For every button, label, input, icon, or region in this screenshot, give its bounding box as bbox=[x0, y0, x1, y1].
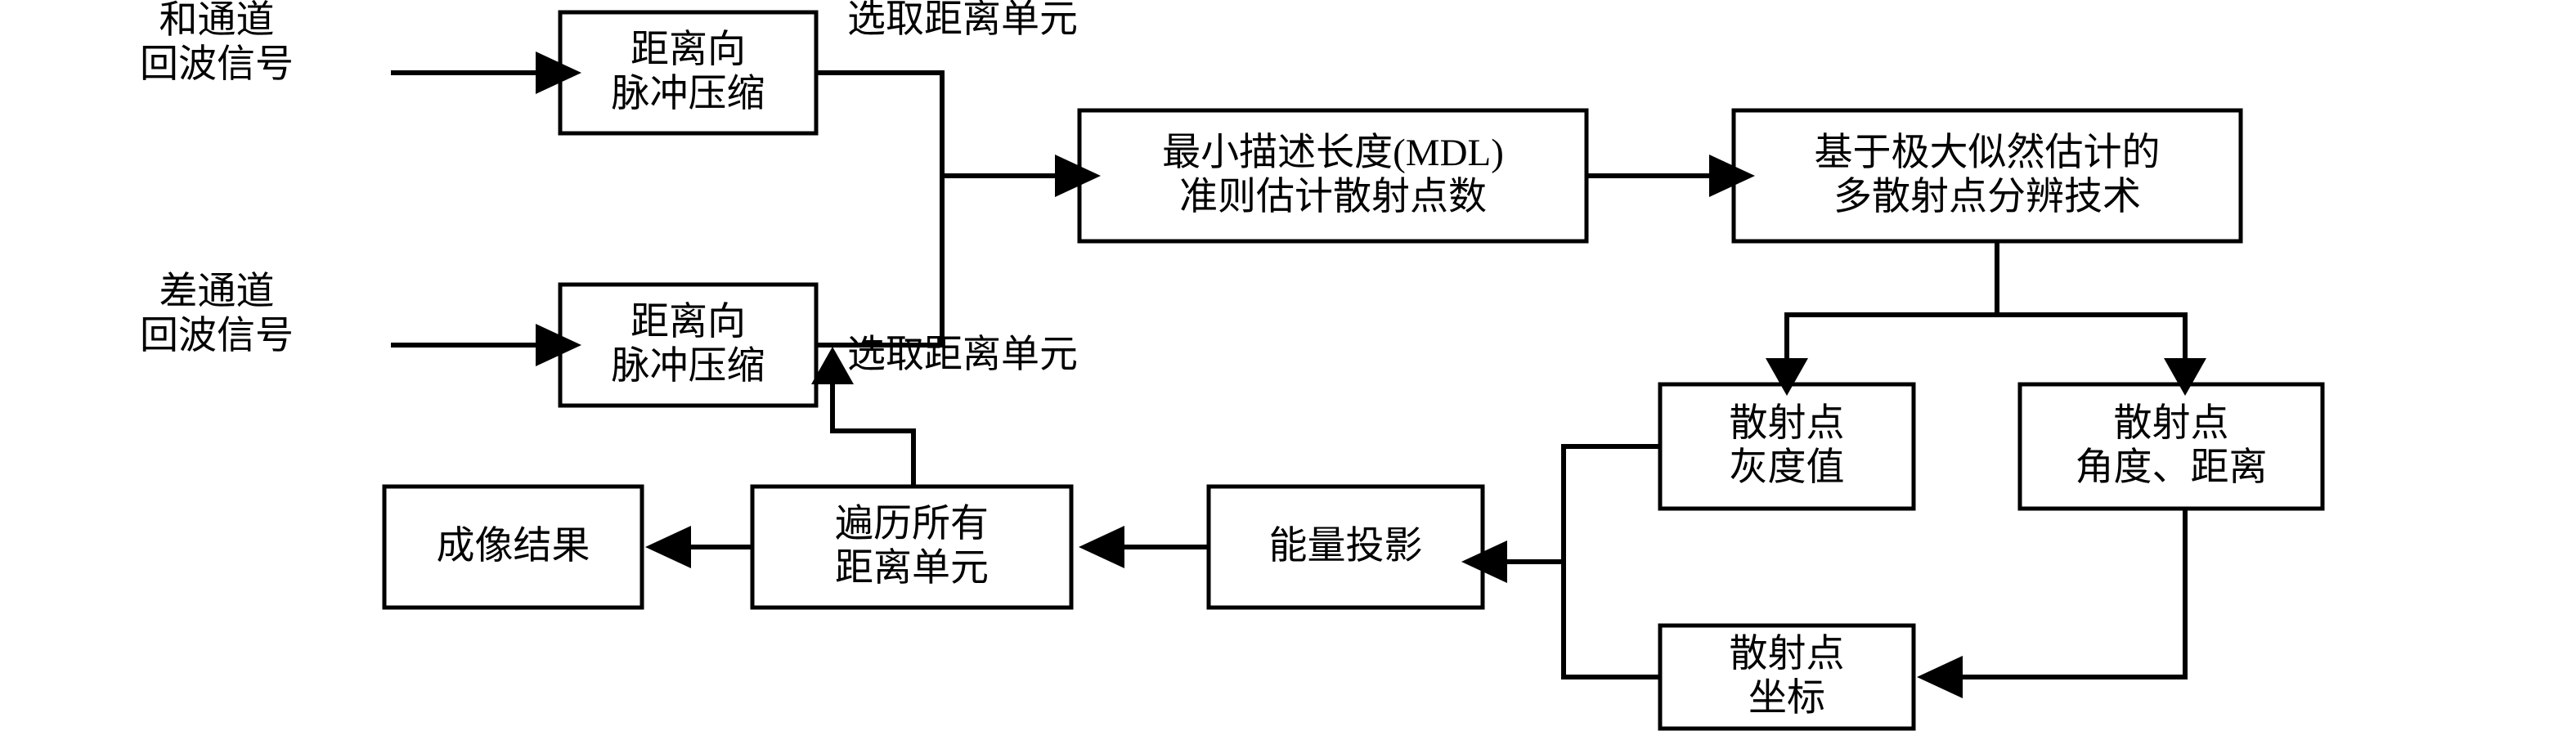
node-imaging-result bbox=[382, 484, 644, 610]
node-traverse-all-range-cells bbox=[750, 484, 1074, 610]
connector-pc-diff-to-mdl bbox=[816, 176, 945, 348]
connector-angle-range-to-coordinates bbox=[1917, 509, 2188, 698]
node-scatterer-coordinates bbox=[1658, 623, 1916, 731]
connector-energy-projection-to-traverse bbox=[1079, 526, 1209, 568]
connector-pc-sum-to-mdl bbox=[816, 70, 1101, 197]
connector-mdl-to-ml bbox=[1586, 155, 1755, 197]
node-scatterer-angle-range bbox=[2017, 382, 2325, 511]
connector-ml-to-scatterer-outputs bbox=[1766, 241, 2206, 396]
connector-gray-and-coords-to-energy-projection bbox=[1461, 444, 1660, 679]
connector-traverse-to-imaging-result bbox=[645, 526, 752, 568]
node-mdl-estimate-scatterer-count bbox=[1077, 108, 1589, 244]
node-scatterer-gray-value bbox=[1658, 382, 1916, 511]
node-range-pulse-compression-sum bbox=[558, 10, 819, 136]
node-range-pulse-compression-diff bbox=[558, 282, 819, 408]
node-ml-multi-scatterer-resolution bbox=[1731, 108, 2243, 244]
connector-sum-input-to-pc bbox=[391, 52, 581, 94]
node-energy-projection bbox=[1206, 484, 1485, 610]
connector-diff-input-to-pc bbox=[391, 324, 581, 366]
connector-traverse-feedback-to-pc-diff bbox=[811, 347, 916, 487]
